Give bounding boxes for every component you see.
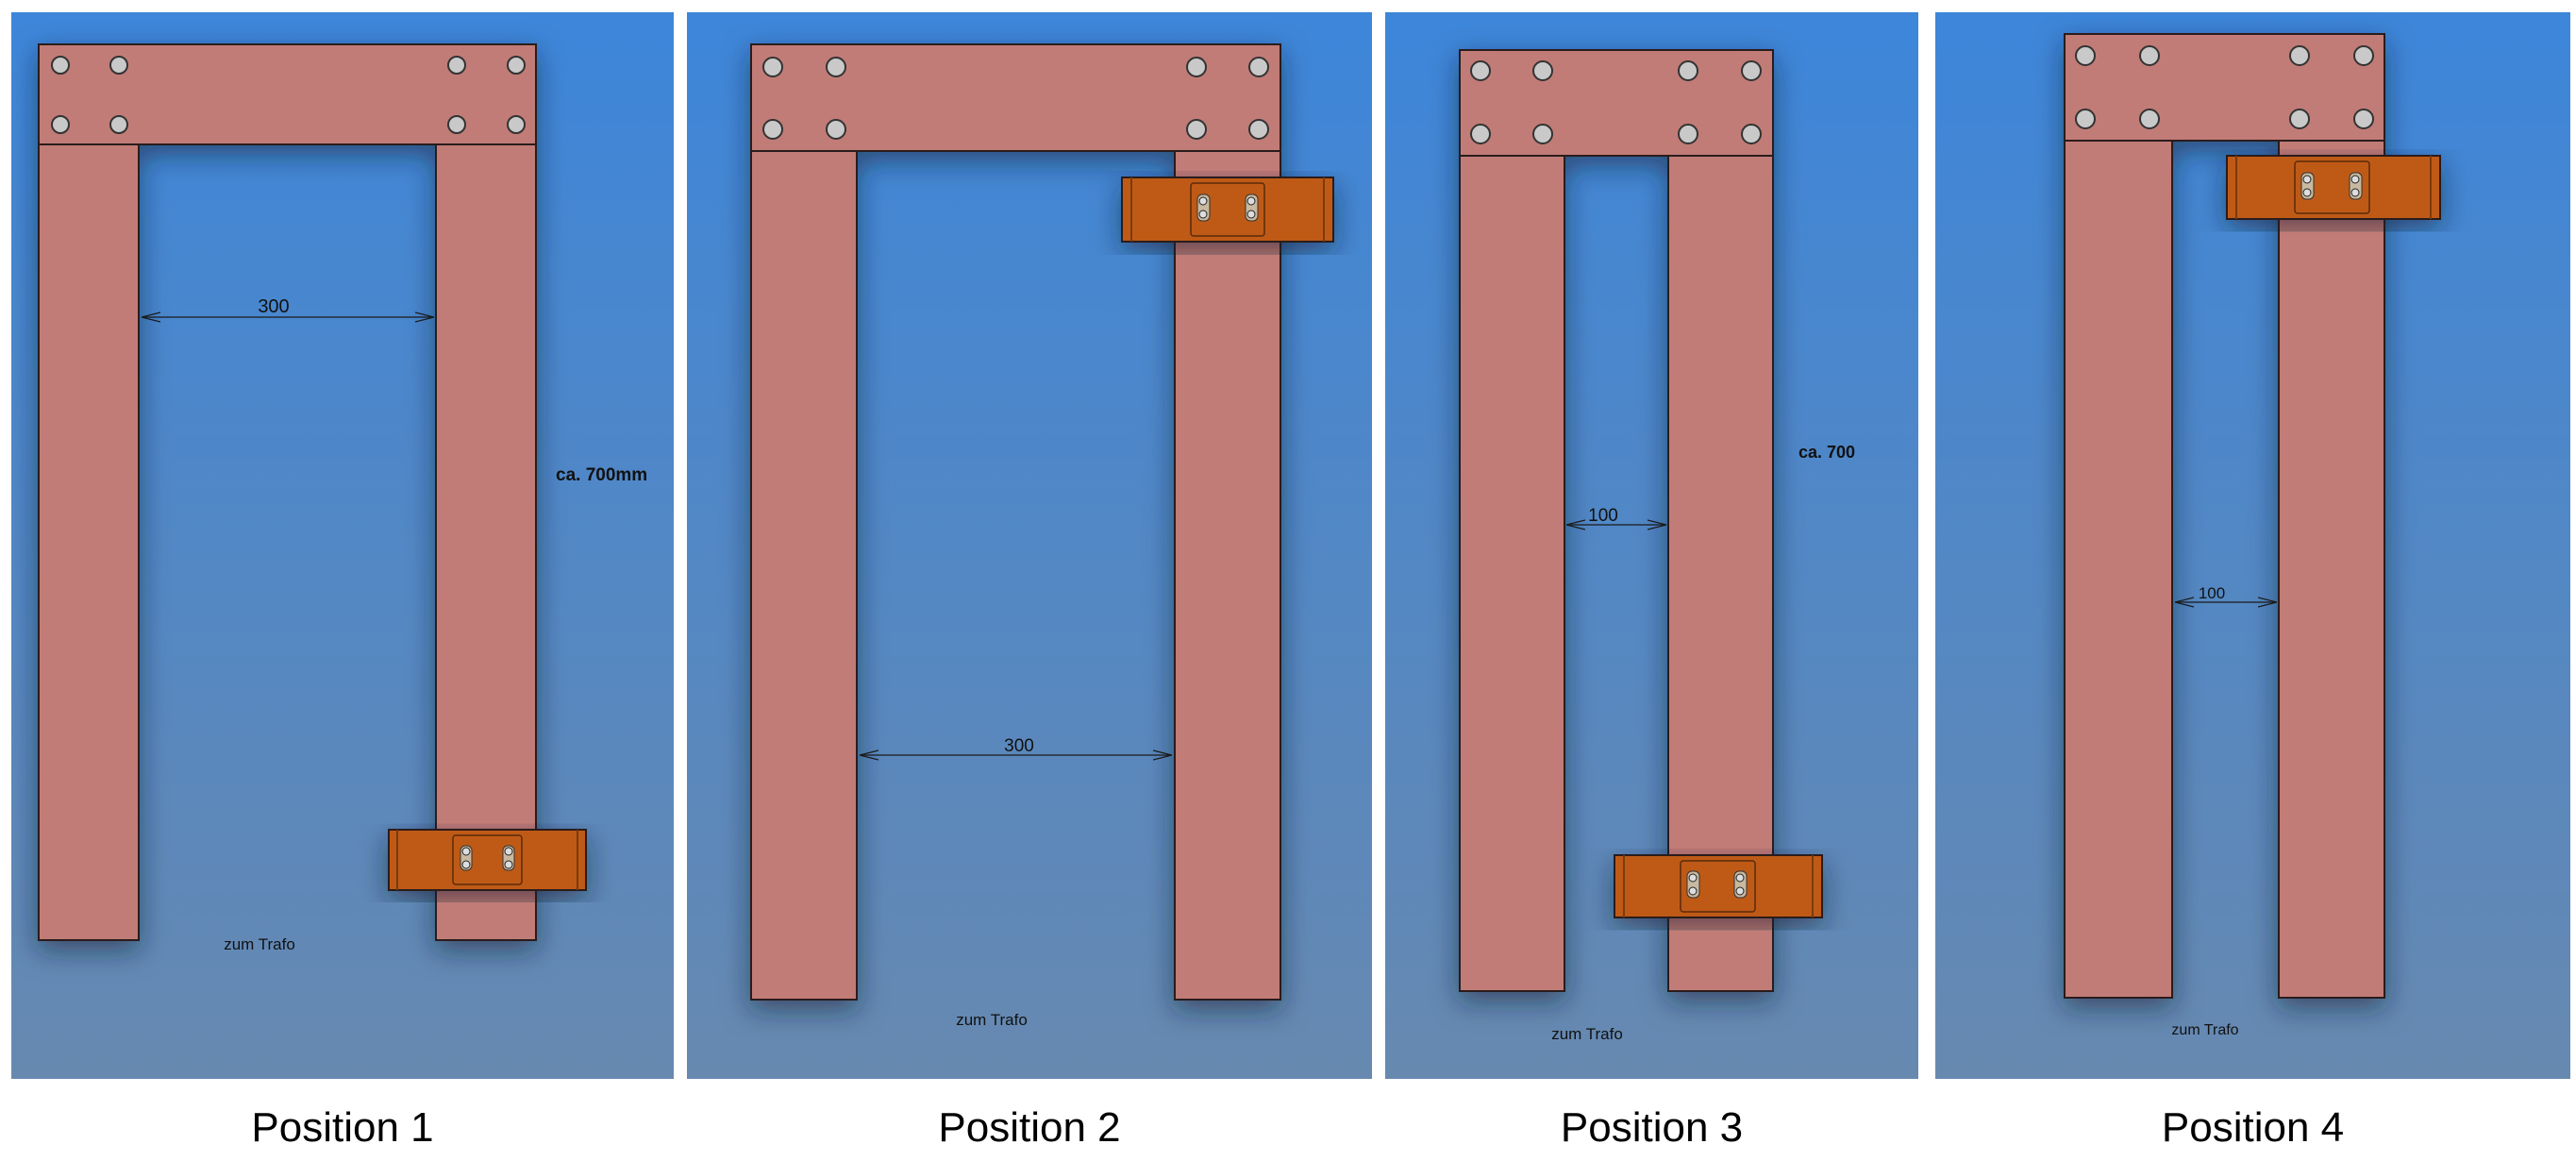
bolt-icon [1741, 124, 1762, 144]
right-busbar [435, 143, 537, 941]
panel-caption-4: Position 4 [2161, 1104, 2345, 1151]
dimension-label: 100 [1588, 506, 1618, 526]
bolt-icon [826, 119, 846, 140]
screw-icon [1688, 886, 1698, 896]
bolt-icon [1741, 60, 1762, 81]
bolt-icon [2353, 109, 2374, 129]
dimension-label: 300 [1004, 736, 1034, 756]
bolt-icon [51, 56, 70, 75]
screw-icon [2350, 175, 2360, 184]
bolt-icon [2139, 45, 2160, 66]
bolt-group [762, 57, 1269, 140]
screw-icon [461, 847, 471, 856]
spacing-dimension: 100 [2175, 584, 2277, 602]
bolt-icon [2289, 45, 2310, 66]
screw-icon [1198, 196, 1208, 206]
bolt-icon [447, 56, 466, 75]
screw-icon [461, 860, 471, 869]
screw-icon [504, 860, 513, 869]
dimension-label: 100 [2199, 584, 2225, 602]
clamp-block [1121, 177, 1334, 243]
left-busbar [38, 143, 140, 941]
busbar-frame [2064, 33, 2385, 999]
panel-position-3: 100 ca. 700 zum Trafo [1385, 12, 1918, 1079]
spacing-dimension: 300 [860, 736, 1172, 756]
panel-position-1: 300 ca. 700mm zum Trafo [11, 12, 674, 1079]
clamp-block [388, 829, 587, 891]
bolt-icon [762, 119, 783, 140]
clamp-block [1614, 854, 1823, 918]
clamp-block [2226, 155, 2441, 220]
bolt-icon [1678, 60, 1698, 81]
left-busbar [2064, 140, 2173, 999]
bolt-icon [507, 56, 526, 75]
bolt-icon [1186, 57, 1207, 77]
bolt-icon [109, 56, 128, 75]
outlet-label: zum Trafo [224, 935, 295, 953]
left-busbar [750, 150, 858, 1001]
screw-icon [1198, 210, 1208, 219]
outlet-label: zum Trafo [2171, 1022, 2238, 1038]
screw-icon [1735, 886, 1745, 896]
left-busbar [1459, 155, 1565, 992]
bolt-icon [1532, 124, 1553, 144]
top-crossbar [1459, 49, 1774, 157]
bolt-icon [2289, 109, 2310, 129]
bolt-icon [1532, 60, 1553, 81]
bolt-icon [507, 115, 526, 134]
dimension-label: 300 [258, 296, 289, 317]
right-busbar [1667, 155, 1774, 992]
panel-caption-2: Position 2 [938, 1104, 1121, 1151]
bolt-icon [2353, 45, 2374, 66]
panel-position-2: 300 zum Trafo [687, 12, 1372, 1079]
bolt-group [51, 56, 526, 134]
bolt-icon [1248, 57, 1269, 77]
screw-icon [2302, 175, 2312, 184]
panel-caption-1: Position 1 [251, 1104, 434, 1151]
outlet-label: zum Trafo [1551, 1025, 1623, 1043]
panel-caption-3: Position 3 [1560, 1104, 1744, 1151]
right-busbar [1174, 150, 1281, 1001]
bolt-group [1470, 60, 1762, 144]
bolt-icon [109, 115, 128, 134]
right-busbar [2278, 140, 2385, 999]
bolt-icon [1470, 124, 1491, 144]
panel-position-4: 100 zum Trafo [1935, 12, 2570, 1079]
length-label: ca. 700mm [556, 465, 647, 485]
bolt-icon [826, 57, 846, 77]
outlet-label: zum Trafo [956, 1011, 1028, 1029]
screw-icon [504, 847, 513, 856]
screw-icon [1246, 196, 1256, 206]
screw-icon [1246, 210, 1256, 219]
bolt-icon [2075, 45, 2096, 66]
length-label: ca. 700 [1798, 443, 1855, 462]
screw-icon [2302, 188, 2312, 197]
screw-icon [1688, 873, 1698, 883]
bolt-icon [2139, 109, 2160, 129]
bolt-icon [1186, 119, 1207, 140]
bolt-icon [762, 57, 783, 77]
bolt-icon [447, 115, 466, 134]
bolt-group [2075, 45, 2374, 129]
bolt-icon [1470, 60, 1491, 81]
spacing-dimension: 300 [142, 296, 434, 317]
spacing-dimension: 100 [1566, 506, 1666, 526]
busbar-frame [1459, 49, 1774, 992]
top-crossbar [2064, 33, 2385, 142]
screw-icon [1735, 873, 1745, 883]
bolt-icon [2075, 109, 2096, 129]
bolt-icon [1678, 124, 1698, 144]
screw-icon [2350, 188, 2360, 197]
bolt-icon [51, 115, 70, 134]
bolt-icon [1248, 119, 1269, 140]
